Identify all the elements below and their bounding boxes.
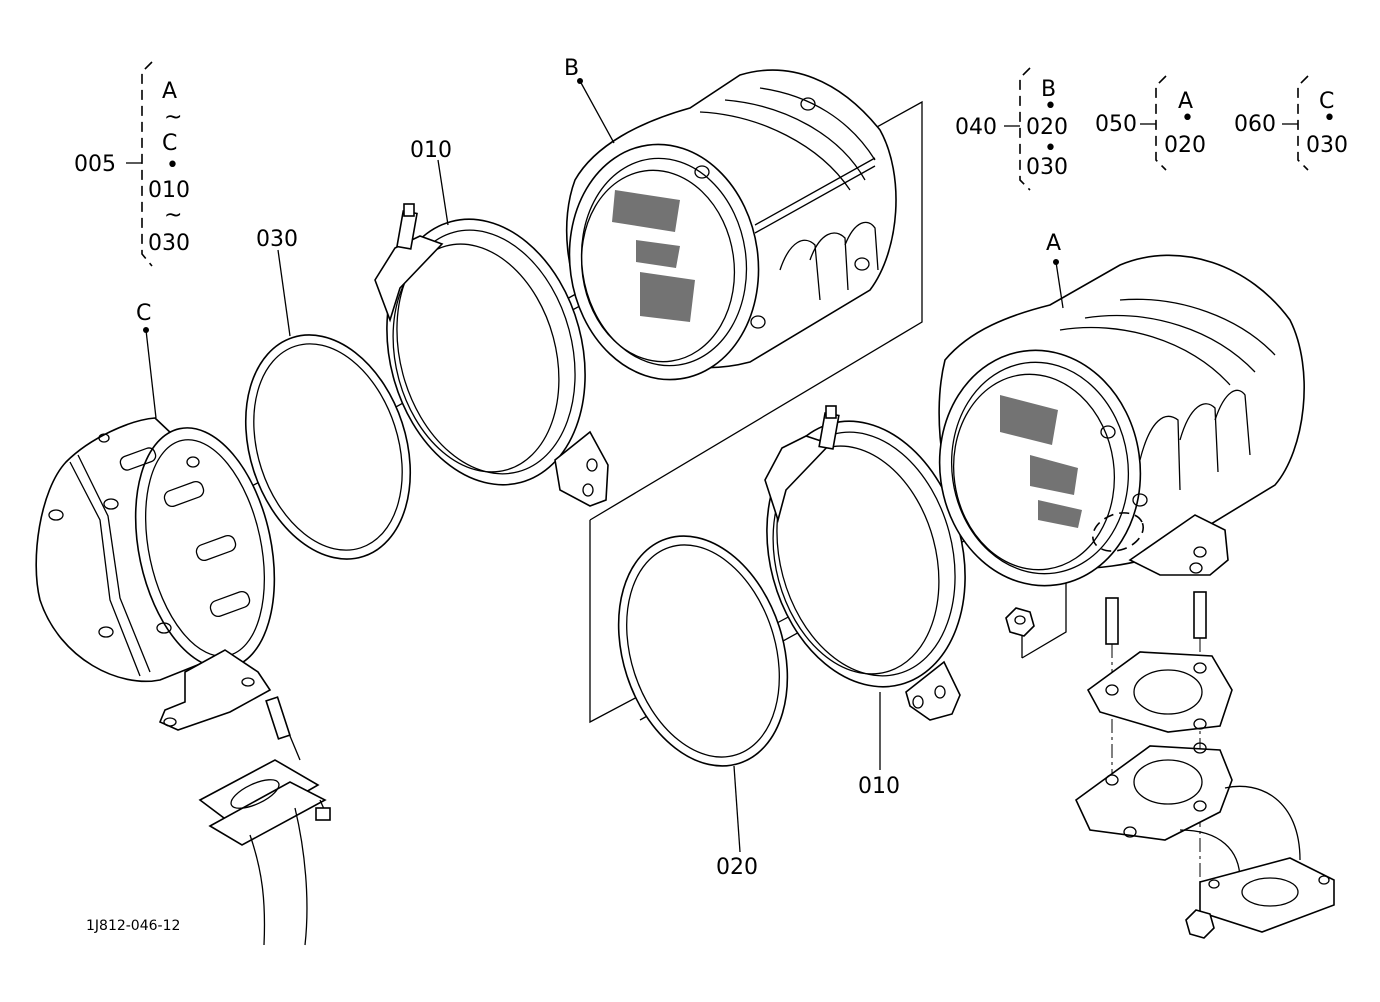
callout-005-range-6: 030 xyxy=(148,231,190,256)
label-part-a: A xyxy=(1046,231,1061,256)
leader-lines xyxy=(143,78,1064,853)
callout-005-range-3: • xyxy=(166,153,179,178)
part-010-clamp-top xyxy=(374,203,609,507)
callout-060-number: 060 xyxy=(1234,112,1276,137)
part-pipe-left xyxy=(198,696,331,946)
callout-050: 050 A • 020 xyxy=(1095,75,1206,171)
callout-040-number: 040 xyxy=(955,115,997,140)
label-part-c: C xyxy=(136,301,151,326)
callout-050-item-0: A xyxy=(1178,89,1193,114)
part-nut-a xyxy=(1005,607,1035,658)
callout-005-range-0: A xyxy=(162,79,177,104)
callout-005: 005 A ~ C • 010 ~ 030 xyxy=(74,61,190,267)
part-b-catalyst xyxy=(565,69,897,381)
callout-040-item-3: • xyxy=(1044,136,1057,161)
callout-040-item-2: 020 xyxy=(1026,115,1068,140)
part-c-end-cover xyxy=(35,417,276,731)
callout-060: 060 C • 030 xyxy=(1234,75,1348,171)
label-part-020: 020 xyxy=(716,855,758,880)
part-030-gasket xyxy=(244,334,412,560)
callout-060-item-2: 030 xyxy=(1306,133,1348,158)
part-020-gasket xyxy=(617,535,789,767)
callout-050-item-1: • xyxy=(1181,106,1194,131)
callout-040-item-0: B xyxy=(1041,77,1056,102)
label-part-010-top: 010 xyxy=(410,138,452,163)
callout-040: 040 B • 020 • 030 xyxy=(955,67,1068,191)
part-b-honeycomb xyxy=(612,190,695,322)
callout-005-range-4: 010 xyxy=(148,178,190,203)
part-a-catalyst xyxy=(938,254,1305,587)
label-part-010-bottom: 010 xyxy=(858,774,900,799)
callout-060-item-0: C xyxy=(1319,89,1334,114)
drawing-id: 1J812-046-12 xyxy=(86,918,180,934)
callout-040-item-1: • xyxy=(1044,94,1057,119)
callout-060-item-1: • xyxy=(1323,106,1336,131)
callout-050-number: 050 xyxy=(1095,112,1137,137)
callout-040-item-4: 030 xyxy=(1026,155,1068,180)
callout-005-range-1: ~ xyxy=(164,105,182,130)
part-outlet-assembly xyxy=(1074,591,1335,939)
callout-005-range-5: ~ xyxy=(164,203,182,228)
callout-005-range-2: C xyxy=(162,131,177,156)
label-part-b: B xyxy=(564,56,579,81)
label-part-030: 030 xyxy=(256,227,298,252)
callout-050-item-2: 020 xyxy=(1164,133,1206,158)
part-010-clamp-bottom xyxy=(764,405,966,721)
part-a-honeycomb xyxy=(1000,395,1082,528)
callout-005-number: 005 xyxy=(74,152,116,177)
